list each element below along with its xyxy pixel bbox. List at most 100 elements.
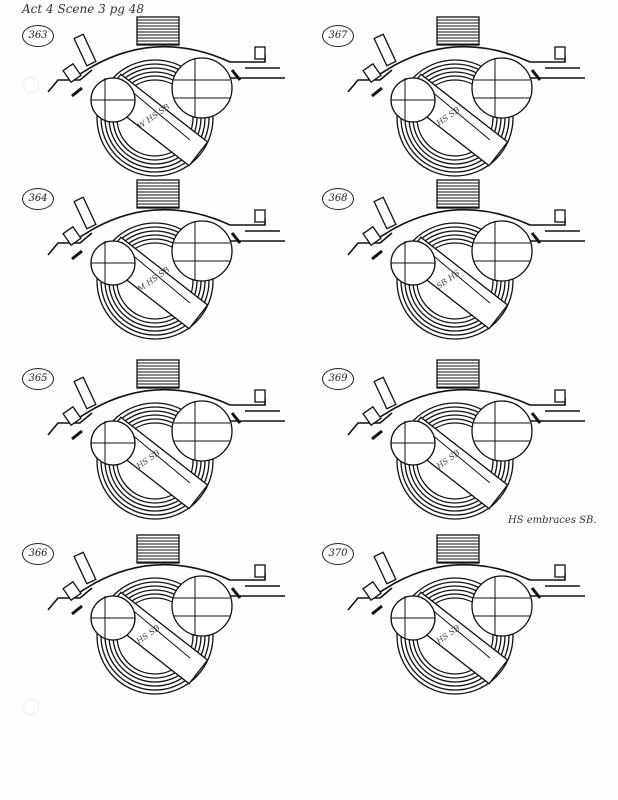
cue-note: HS embraces SB. [508,515,597,526]
door [71,249,83,261]
stage-plan [347,179,585,340]
stage-ring [96,59,214,177]
right-stairs [554,46,566,60]
door [371,429,383,441]
back-wall [69,45,266,81]
page-title: Act 4 Scene 3 pg 48 [22,2,145,16]
cue-number: 367 [322,25,354,47]
small-stairs [362,225,382,247]
left-stairs [373,33,397,67]
left-stairs [73,33,97,67]
left-stairs [373,196,397,230]
left-stairs [373,551,397,585]
stage-ring [396,402,514,520]
upstage-stairs [136,534,180,564]
stage-plan [47,534,285,695]
right-stairs [254,389,266,403]
upstage-stairs [136,359,180,389]
right-turntable [471,220,533,282]
back-wall [69,563,266,599]
right-turntable [471,575,533,637]
back-wall [369,208,566,244]
platform-seam [129,252,191,304]
platform-seam [129,89,191,141]
stage-ring [396,59,514,177]
stage-plan [347,534,585,695]
right-turntable [471,57,533,119]
small-stairs [362,405,382,427]
punch-hole [24,78,38,92]
small-stairs [62,225,82,247]
door [530,232,542,244]
right-turntable [471,400,533,462]
door [530,587,542,599]
cue-number: 370 [322,543,354,565]
platform-seam [429,252,491,304]
stage-plan [47,179,285,340]
right-turntable [171,220,233,282]
small-stairs [362,580,382,602]
cue-number: 369 [322,368,354,390]
back-wall [369,45,566,81]
door [230,587,242,599]
small-stairs [362,62,382,84]
back-wall [369,563,566,599]
door [230,412,242,424]
door [230,232,242,244]
cue-number: 364 [22,188,54,210]
right-stairs [554,564,566,578]
right-turntable [171,57,233,119]
upstage-stairs [136,179,180,209]
small-stairs [62,580,82,602]
back-wall [69,388,266,424]
small-stairs [62,62,82,84]
stage-ring [396,222,514,340]
door [530,412,542,424]
cue-number: 363 [22,25,54,47]
right-turntable [171,575,233,637]
door [230,69,242,81]
platform-seam [129,432,191,484]
platform-seam [429,432,491,484]
platform-seam [429,89,491,141]
door [371,604,383,616]
right-stairs [254,564,266,578]
left-stairs [373,376,397,410]
stage-ring [96,577,214,695]
stage-ring [96,222,214,340]
right-stairs [254,209,266,223]
cue-number: 366 [22,543,54,565]
stage-ring [396,577,514,695]
door [371,86,383,98]
small-stairs [62,405,82,427]
upstage-stairs [436,16,480,46]
right-stairs [554,209,566,223]
left-stairs [73,551,97,585]
back-wall [69,208,266,244]
door [371,249,383,261]
door [71,86,83,98]
door [530,69,542,81]
right-stairs [554,389,566,403]
stage-plan [347,359,585,520]
back-wall [369,388,566,424]
upstage-stairs [436,359,480,389]
platform-seam [429,607,491,659]
stage-ring [96,402,214,520]
stage-plan [47,359,285,520]
platform-seam [129,607,191,659]
stage-plan [47,16,285,177]
cue-number: 365 [22,368,54,390]
upstage-stairs [436,534,480,564]
cue-number: 368 [322,188,354,210]
left-stairs [73,376,97,410]
upstage-stairs [436,179,480,209]
punch-hole [24,700,38,714]
left-stairs [73,196,97,230]
upstage-stairs [136,16,180,46]
right-turntable [171,400,233,462]
stage-plan [347,16,585,177]
right-stairs [254,46,266,60]
